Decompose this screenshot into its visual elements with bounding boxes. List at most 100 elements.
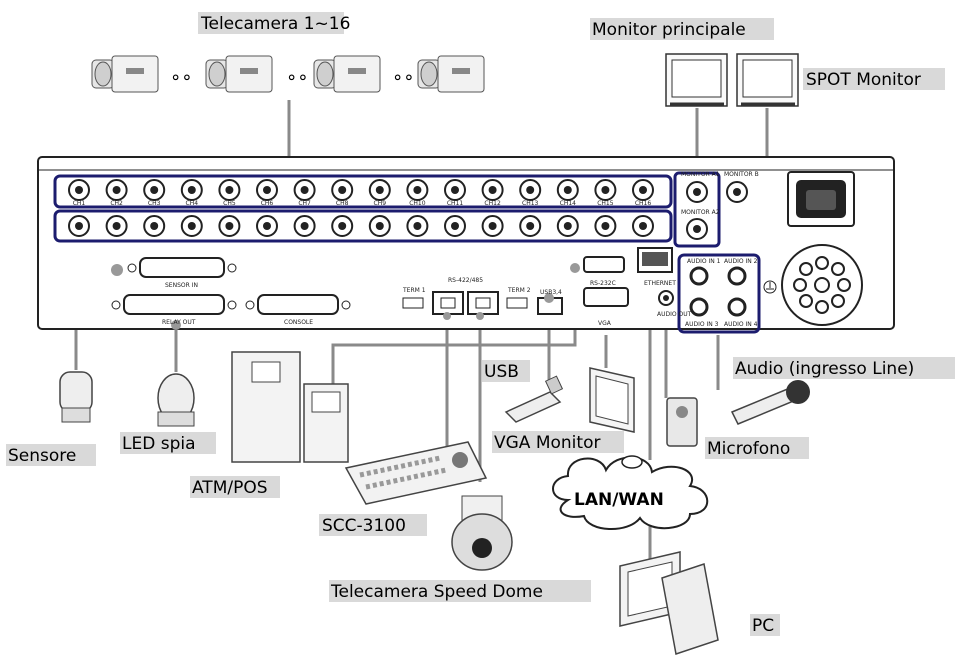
channel-label: CH9 [374,200,387,207]
power-socket [787,171,855,227]
channel-label: CH16 [635,200,652,207]
bnc-pin [75,186,83,194]
camera-icon [91,55,159,93]
spot-monitor-label-bg [803,68,945,90]
monitor-a1-text: MONITOR A1 [681,171,720,178]
term1-switch [402,297,424,309]
lan-wan-label: LAN/WAN [574,490,664,510]
audio-out-text: AUDIO OUT [657,311,692,318]
relay-out-port [111,294,237,330]
speed-dome-label: Telecamera Speed Dome [330,582,543,602]
main-monitor-label-bg [590,18,774,40]
speed-dome-icon [451,495,513,571]
audio-in-label: Audio (ingresso Line) [735,359,914,379]
bnc-rows [53,174,673,243]
audio-in-label-bg [733,357,955,379]
bnc-pin [526,186,535,194]
bnc-pin [563,186,572,194]
sensor-label-bg [6,444,96,466]
usb-label-bg [482,360,530,382]
bnc-pin [375,186,384,194]
camera-group: ∘∘ ∘∘ ∘∘ [91,55,485,93]
bnc-pin [639,186,647,194]
channel-label: CH13 [522,200,539,207]
bnc-pin [526,222,535,230]
vga-monitor-icon [589,367,635,433]
ethernet-text: ETHERNET [644,280,676,287]
monitor-a1-port [686,181,708,203]
audio-in-1-text: AUDIO IN 1 [687,258,721,265]
bnc-pin [187,186,196,194]
bnc-pin [639,222,647,230]
channel-label: CH1 [73,200,86,207]
speaker-icon [666,397,698,447]
bnc-pin [375,222,384,230]
bnc-pin [263,222,271,230]
bnc-pin [451,186,459,194]
keyboard-label: SCC-3100 [322,516,406,536]
pc-label: PC [752,616,774,636]
console-port [245,294,351,315]
bnc-pin [413,222,422,230]
usb-label: USB [484,362,519,382]
term2-switch [506,297,528,309]
bnc-pin [263,186,271,194]
bnc-pin [338,222,347,230]
vga-monitor-label-bg [492,431,624,453]
sensor-label: Sensore [8,446,76,466]
rs232-text: RS-232C [590,280,616,287]
camera-icon [205,55,273,93]
cameras-label-bg [198,12,344,34]
term1-text: TERM 1 [402,287,426,294]
usb-port-text: USB3,4 [540,289,562,296]
microphone-icon [730,380,810,425]
audio-in-2-text: AUDIO IN 2 [724,258,758,265]
camera-dots: ∘∘ [286,67,309,88]
console-text: CONSOLE [284,319,313,326]
atm-label: ATM/POS [192,478,268,498]
camera-icon [417,55,485,93]
term2-text: TERM 2 [507,287,531,294]
bnc-pin [187,222,196,230]
channel-label: CH15 [597,200,614,207]
monitor-b-port [726,181,748,203]
bnc-pin [563,222,572,230]
vga-monitor-label: VGA Monitor [494,433,600,453]
led-label-bg [120,432,216,454]
keyboard-label-bg [319,514,427,536]
audio-out-port [658,290,674,306]
monitor-b-text: MONITOR B [724,171,759,178]
channel-label: CH14 [560,200,577,207]
spot-monitor-label: SPOT Monitor [806,70,921,90]
audio-in-4-text: AUDIO IN 4 [724,321,758,328]
monitor-a-highlight [673,171,721,248]
cameras-label: Telecamera 1~16 [200,14,350,34]
bnc-pin [338,186,347,194]
fan-grille [781,244,863,326]
channel-label: CH11 [447,200,464,207]
ground-icon [763,280,777,294]
microphone-label: Microfono [707,439,790,459]
bnc-pin [75,222,83,230]
bnc-pin [300,186,309,194]
audio-in-3-text: AUDIO IN 3 [685,321,719,328]
rs422-ports [432,291,499,320]
bnc-pin [488,222,497,230]
channel-label: CH3 [148,200,161,207]
channel-label: CH2 [110,200,123,207]
sensor-in-text: SENSOR IN [165,282,198,289]
microphone-label-bg [705,437,809,459]
ethernet-port [637,247,673,273]
rs232-port [570,256,625,273]
led-icon [157,373,195,427]
cloud-icon [552,455,709,531]
bnc-pin [150,222,159,230]
bnc-pin [225,222,234,230]
channel-label: CH12 [484,200,501,207]
usb-stick-icon [504,375,564,423]
bnc-pin [601,222,610,230]
monitor-a2-port [686,218,708,240]
bnc-bottom-row [68,215,654,237]
